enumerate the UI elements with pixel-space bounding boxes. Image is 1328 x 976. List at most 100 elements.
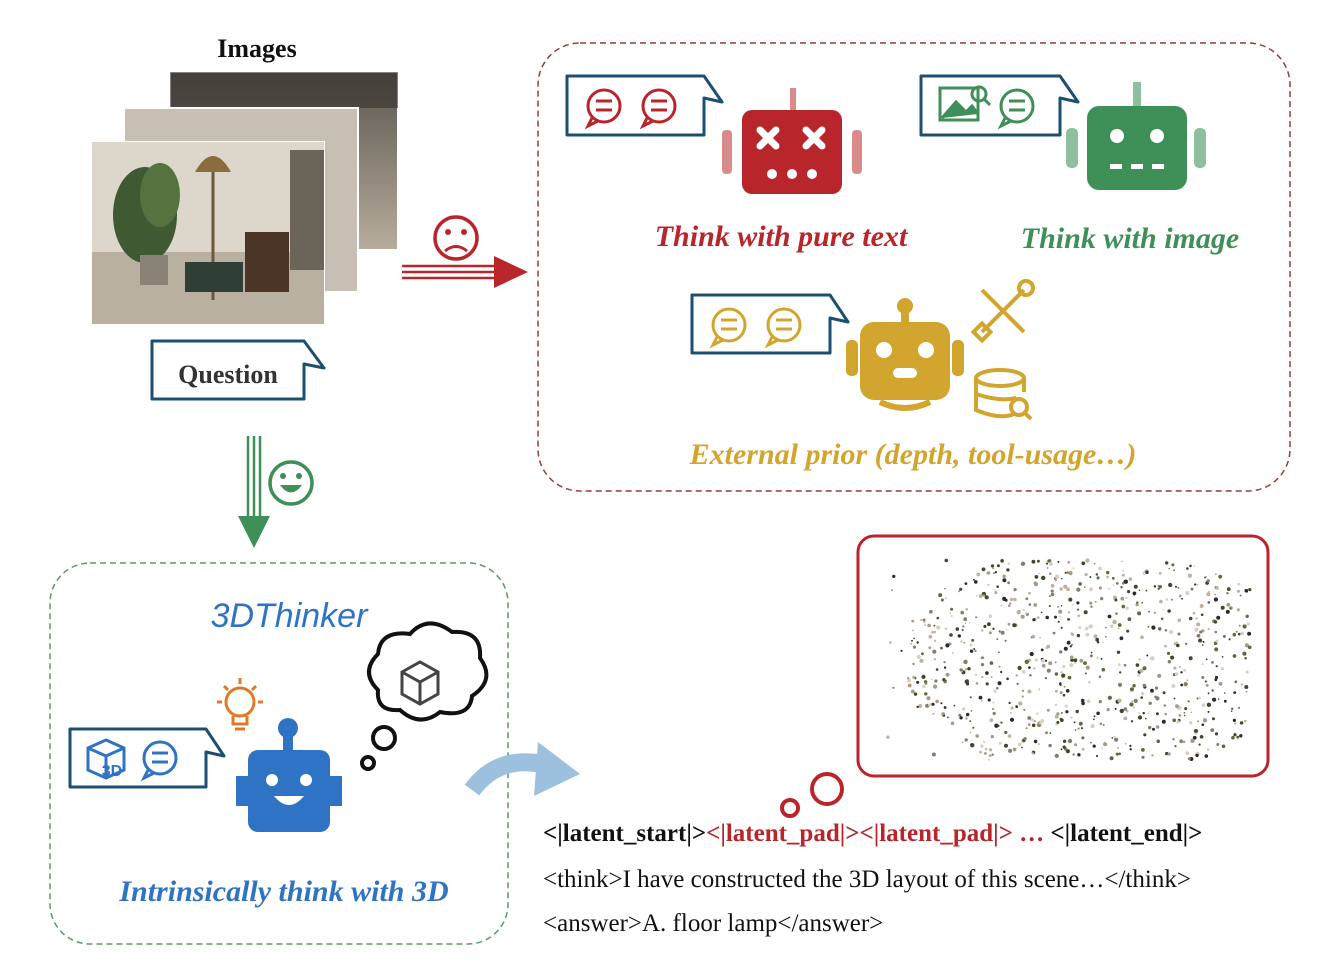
point-cloud-dot: [1096, 656, 1099, 660]
point-cloud-dot: [1143, 733, 1147, 737]
point-cloud-dot: [1234, 680, 1238, 684]
point-cloud-dot: [907, 678, 911, 683]
point-cloud-dot: [1054, 689, 1058, 693]
point-cloud-dot: [969, 621, 971, 624]
point-cloud-dot: [1214, 675, 1219, 680]
point-cloud-dot: [1173, 697, 1176, 700]
point-cloud-dot: [1095, 573, 1099, 576]
point-cloud-dot: [1089, 587, 1093, 592]
point-cloud-dot: [969, 649, 974, 653]
point-cloud-dot: [944, 679, 947, 682]
point-cloud-dot: [1246, 622, 1250, 626]
point-cloud-dot: [1089, 654, 1093, 658]
point-cloud-dot: [1084, 586, 1086, 588]
point-cloud-dot: [1173, 666, 1177, 670]
curved-arrow: [464, 742, 580, 796]
point-cloud-dot: [1032, 618, 1036, 622]
point-cloud-dot: [922, 618, 926, 622]
point-cloud-dot: [1232, 632, 1237, 637]
point-cloud-dot: [1224, 692, 1226, 694]
point-cloud-dot: [1207, 692, 1210, 695]
point-cloud-dot: [932, 649, 937, 654]
point-cloud-dot: [1021, 746, 1023, 749]
point-cloud-dot: [1232, 718, 1236, 723]
point-cloud-dot: [1000, 604, 1003, 607]
point-cloud-dot: [930, 678, 933, 680]
point-cloud-dot: [1129, 690, 1132, 693]
database-search-icon: [974, 368, 1033, 421]
point-cloud-dot: [1201, 703, 1206, 707]
point-cloud-dot: [1078, 626, 1082, 630]
point-cloud-dot: [1108, 587, 1110, 590]
point-cloud-dot: [1049, 572, 1052, 575]
point-cloud-dot: [974, 649, 977, 653]
point-cloud-dot: [1245, 690, 1248, 693]
point-cloud-dot: [1141, 692, 1144, 695]
point-cloud-dot: [950, 615, 953, 617]
point-cloud-dot: [945, 643, 950, 648]
point-cloud-dot: [1046, 708, 1050, 712]
point-cloud-dot: [1056, 712, 1060, 716]
point-cloud-dot: [1214, 593, 1216, 596]
point-cloud-dot: [1072, 567, 1075, 570]
point-cloud-dot: [1059, 650, 1063, 654]
point-cloud-dot: [975, 616, 978, 619]
point-cloud-dot: [985, 748, 988, 751]
point-cloud-dot: [1050, 592, 1055, 597]
point-cloud-dot: [1175, 704, 1179, 709]
point-cloud-dot: [1193, 729, 1199, 734]
point-cloud-dot: [1237, 737, 1240, 740]
point-cloud-dot: [1098, 586, 1102, 590]
point-cloud-dot: [960, 610, 964, 615]
point-cloud-dot: [942, 678, 946, 682]
point-cloud-dot: [1198, 638, 1203, 643]
point-cloud-dot: [1185, 751, 1190, 756]
point-cloud-dot: [969, 696, 972, 699]
point-cloud-dot: [950, 721, 955, 726]
point-cloud-dot: [985, 671, 989, 675]
point-cloud-dot: [1152, 727, 1155, 731]
point-cloud-dot: [1122, 582, 1125, 585]
point-cloud-dot: [1016, 682, 1019, 685]
point-cloud-dot: [1206, 592, 1211, 597]
point-cloud-dot: [1187, 757, 1191, 761]
point-cloud-dot: [994, 591, 998, 595]
point-cloud-dot: [1060, 748, 1063, 751]
point-cloud-dot: [1084, 672, 1087, 675]
point-cloud-dot: [1235, 630, 1238, 633]
point-cloud-dot: [1230, 710, 1233, 713]
point-cloud-dot: [1046, 644, 1051, 649]
point-cloud-dot: [1237, 632, 1241, 636]
point-cloud-dot: [1204, 576, 1206, 579]
point-cloud-dot: [1069, 655, 1074, 660]
point-cloud-dot: [900, 649, 903, 652]
point-cloud-dot: [962, 707, 966, 711]
point-cloud-dot: [996, 585, 999, 588]
robot-icon: [1066, 82, 1206, 190]
point-cloud-dot: [1038, 688, 1041, 690]
point-cloud-dot: [1041, 575, 1046, 581]
point-cloud-dot: [1085, 558, 1090, 563]
point-cloud-dot: [929, 646, 932, 649]
point-cloud-dot: [994, 571, 998, 574]
point-cloud-dot: [1069, 663, 1074, 668]
point-cloud-dot: [1062, 693, 1066, 697]
point-cloud-dot: [1067, 611, 1071, 614]
point-cloud-dot: [931, 630, 934, 634]
point-cloud-dot: [975, 594, 978, 597]
point-cloud-dot: [1211, 661, 1214, 664]
point-cloud-dot: [994, 723, 999, 728]
point-cloud-dot: [1034, 575, 1039, 579]
point-cloud-dot: [1106, 575, 1109, 579]
point-cloud-dot: [1113, 735, 1116, 739]
point-cloud-dot: [996, 638, 999, 641]
point-cloud-dot: [1206, 702, 1212, 707]
point-cloud-dot: [1138, 658, 1141, 661]
point-cloud-dot: [987, 698, 991, 702]
point-cloud-dot: [1065, 710, 1069, 714]
point-cloud-dot: [1115, 612, 1118, 615]
point-cloud-dot: [1112, 619, 1117, 625]
point-cloud-dot: [1119, 671, 1122, 674]
point-cloud-dot: [912, 629, 914, 632]
point-cloud-dot: [950, 607, 954, 611]
